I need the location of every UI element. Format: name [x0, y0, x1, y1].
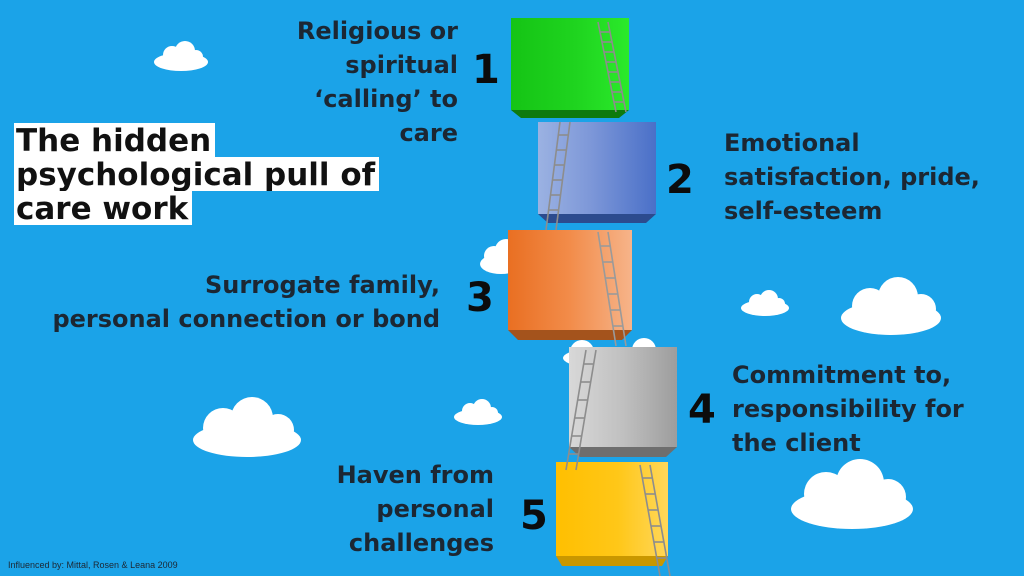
step-4-number: 4 — [688, 387, 716, 433]
cloud — [154, 41, 208, 71]
citation: Influenced by: Mittal, Rosen & Leana 200… — [8, 560, 178, 570]
cloud — [193, 397, 301, 457]
step-5-number: 5 — [520, 493, 548, 539]
step-5-label: Haven from personal challenges — [336, 461, 494, 557]
ladder — [545, 121, 571, 231]
step-2-label: Emotional satisfaction, pride, self-este… — [724, 129, 980, 225]
cube-3 — [508, 230, 632, 340]
cube-2 — [538, 122, 656, 223]
ladder — [565, 349, 597, 471]
title-line: The hidden — [14, 123, 216, 157]
step-1-label: Religious or spiritual ‘calling’ to care — [296, 17, 458, 147]
cloud — [841, 277, 941, 335]
cube-1 — [511, 18, 629, 118]
title-line: care work — [14, 191, 193, 225]
step-1-number: 1 — [472, 47, 500, 93]
title-line: psychological pull of — [14, 157, 380, 191]
step-3-label: Surrogate family, personal connection or… — [52, 271, 440, 333]
step-3-number: 3 — [466, 275, 494, 321]
ladder — [597, 21, 627, 113]
cloud — [454, 399, 502, 425]
step-4-label: Commitment to, responsibility for the cl… — [732, 361, 964, 457]
page-title: The hidden psychological pull of care wo… — [14, 123, 434, 225]
ladder — [597, 231, 627, 347]
step-2-number: 2 — [666, 157, 694, 203]
ladder — [639, 464, 671, 576]
cloud — [741, 290, 789, 316]
cloud — [791, 459, 913, 529]
